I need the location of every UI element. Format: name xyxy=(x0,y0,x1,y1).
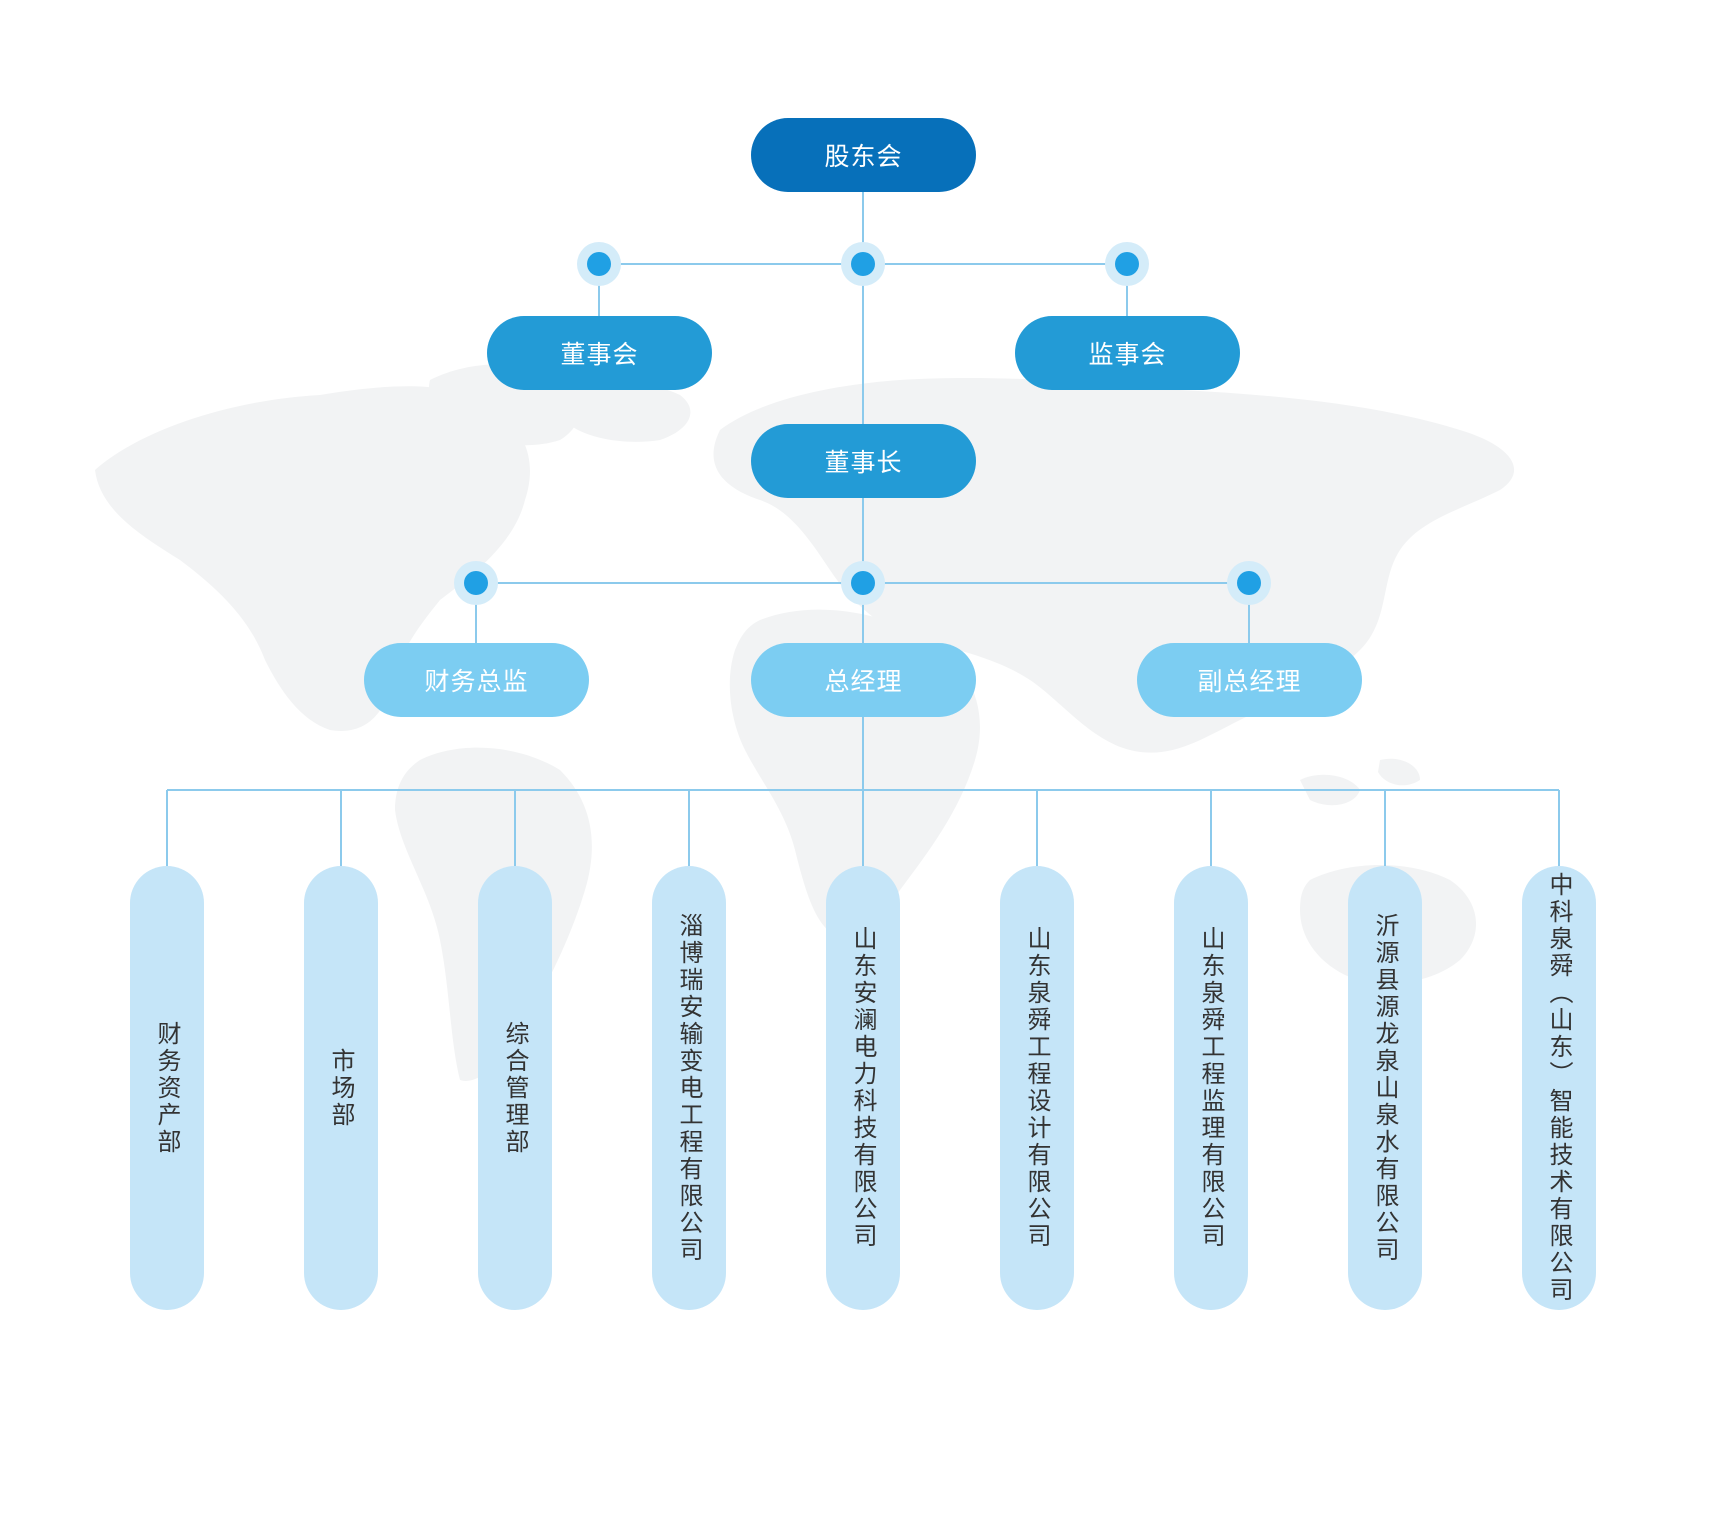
subsidiary-node: 中科泉舜（山东）智能技术有限公司 xyxy=(1522,866,1596,1310)
department-node: 财务资产部 xyxy=(130,866,204,1310)
subsidiary-node: 山东泉舜工程监理有限公司 xyxy=(1174,866,1248,1310)
node-label: 股东会 xyxy=(824,142,903,171)
junction-dot xyxy=(1105,242,1149,286)
junction-dot xyxy=(1227,561,1271,605)
subsidiary-label: 山东泉舜工程监理有限公司 xyxy=(1197,926,1225,1250)
node-general-manager: 总经理 xyxy=(751,643,976,717)
subsidiary-label: 中科泉舜（山东）智能技术有限公司 xyxy=(1545,872,1573,1304)
department-label: 市场部 xyxy=(327,1047,355,1129)
node-label: 总经理 xyxy=(824,667,903,696)
junction-dot xyxy=(454,561,498,605)
department-node: 综合管理部 xyxy=(478,866,552,1310)
node-board-of-supervisors: 监事会 xyxy=(1015,316,1240,390)
node-chairman: 董事长 xyxy=(751,424,976,498)
subsidiary-node: 淄博瑞安输变电工程有限公司 xyxy=(652,866,726,1310)
subsidiary-node: 沂源县源龙泉山泉水有限公司 xyxy=(1348,866,1422,1310)
node-label: 副总经理 xyxy=(1197,667,1302,696)
node-label: 监事会 xyxy=(1088,340,1167,369)
node-board-of-directors: 董事会 xyxy=(487,316,712,390)
department-label: 财务资产部 xyxy=(153,1020,181,1156)
department-node: 市场部 xyxy=(304,866,378,1310)
subsidiary-node: 山东泉舜工程设计有限公司 xyxy=(1000,866,1074,1310)
junction-dot xyxy=(577,242,621,286)
junction-dot xyxy=(841,242,885,286)
subsidiary-node: 山东安澜电力科技有限公司 xyxy=(826,866,900,1310)
node-label: 董事长 xyxy=(824,448,903,477)
subsidiary-label: 沂源县源龙泉山泉水有限公司 xyxy=(1371,912,1399,1264)
node-shareholders-meeting: 股东会 xyxy=(751,118,976,192)
node-label: 董事会 xyxy=(560,340,639,369)
node-cfo: 财务总监 xyxy=(364,643,589,717)
subsidiary-label: 山东安澜电力科技有限公司 xyxy=(849,926,877,1250)
department-label: 综合管理部 xyxy=(501,1020,529,1156)
node-deputy-general-manager: 副总经理 xyxy=(1137,643,1362,717)
node-label: 财务总监 xyxy=(424,667,529,696)
junction-dot xyxy=(841,561,885,605)
connectors xyxy=(166,192,1560,866)
subsidiary-label: 淄博瑞安输变电工程有限公司 xyxy=(675,912,703,1264)
subsidiary-label: 山东泉舜工程设计有限公司 xyxy=(1023,926,1051,1250)
